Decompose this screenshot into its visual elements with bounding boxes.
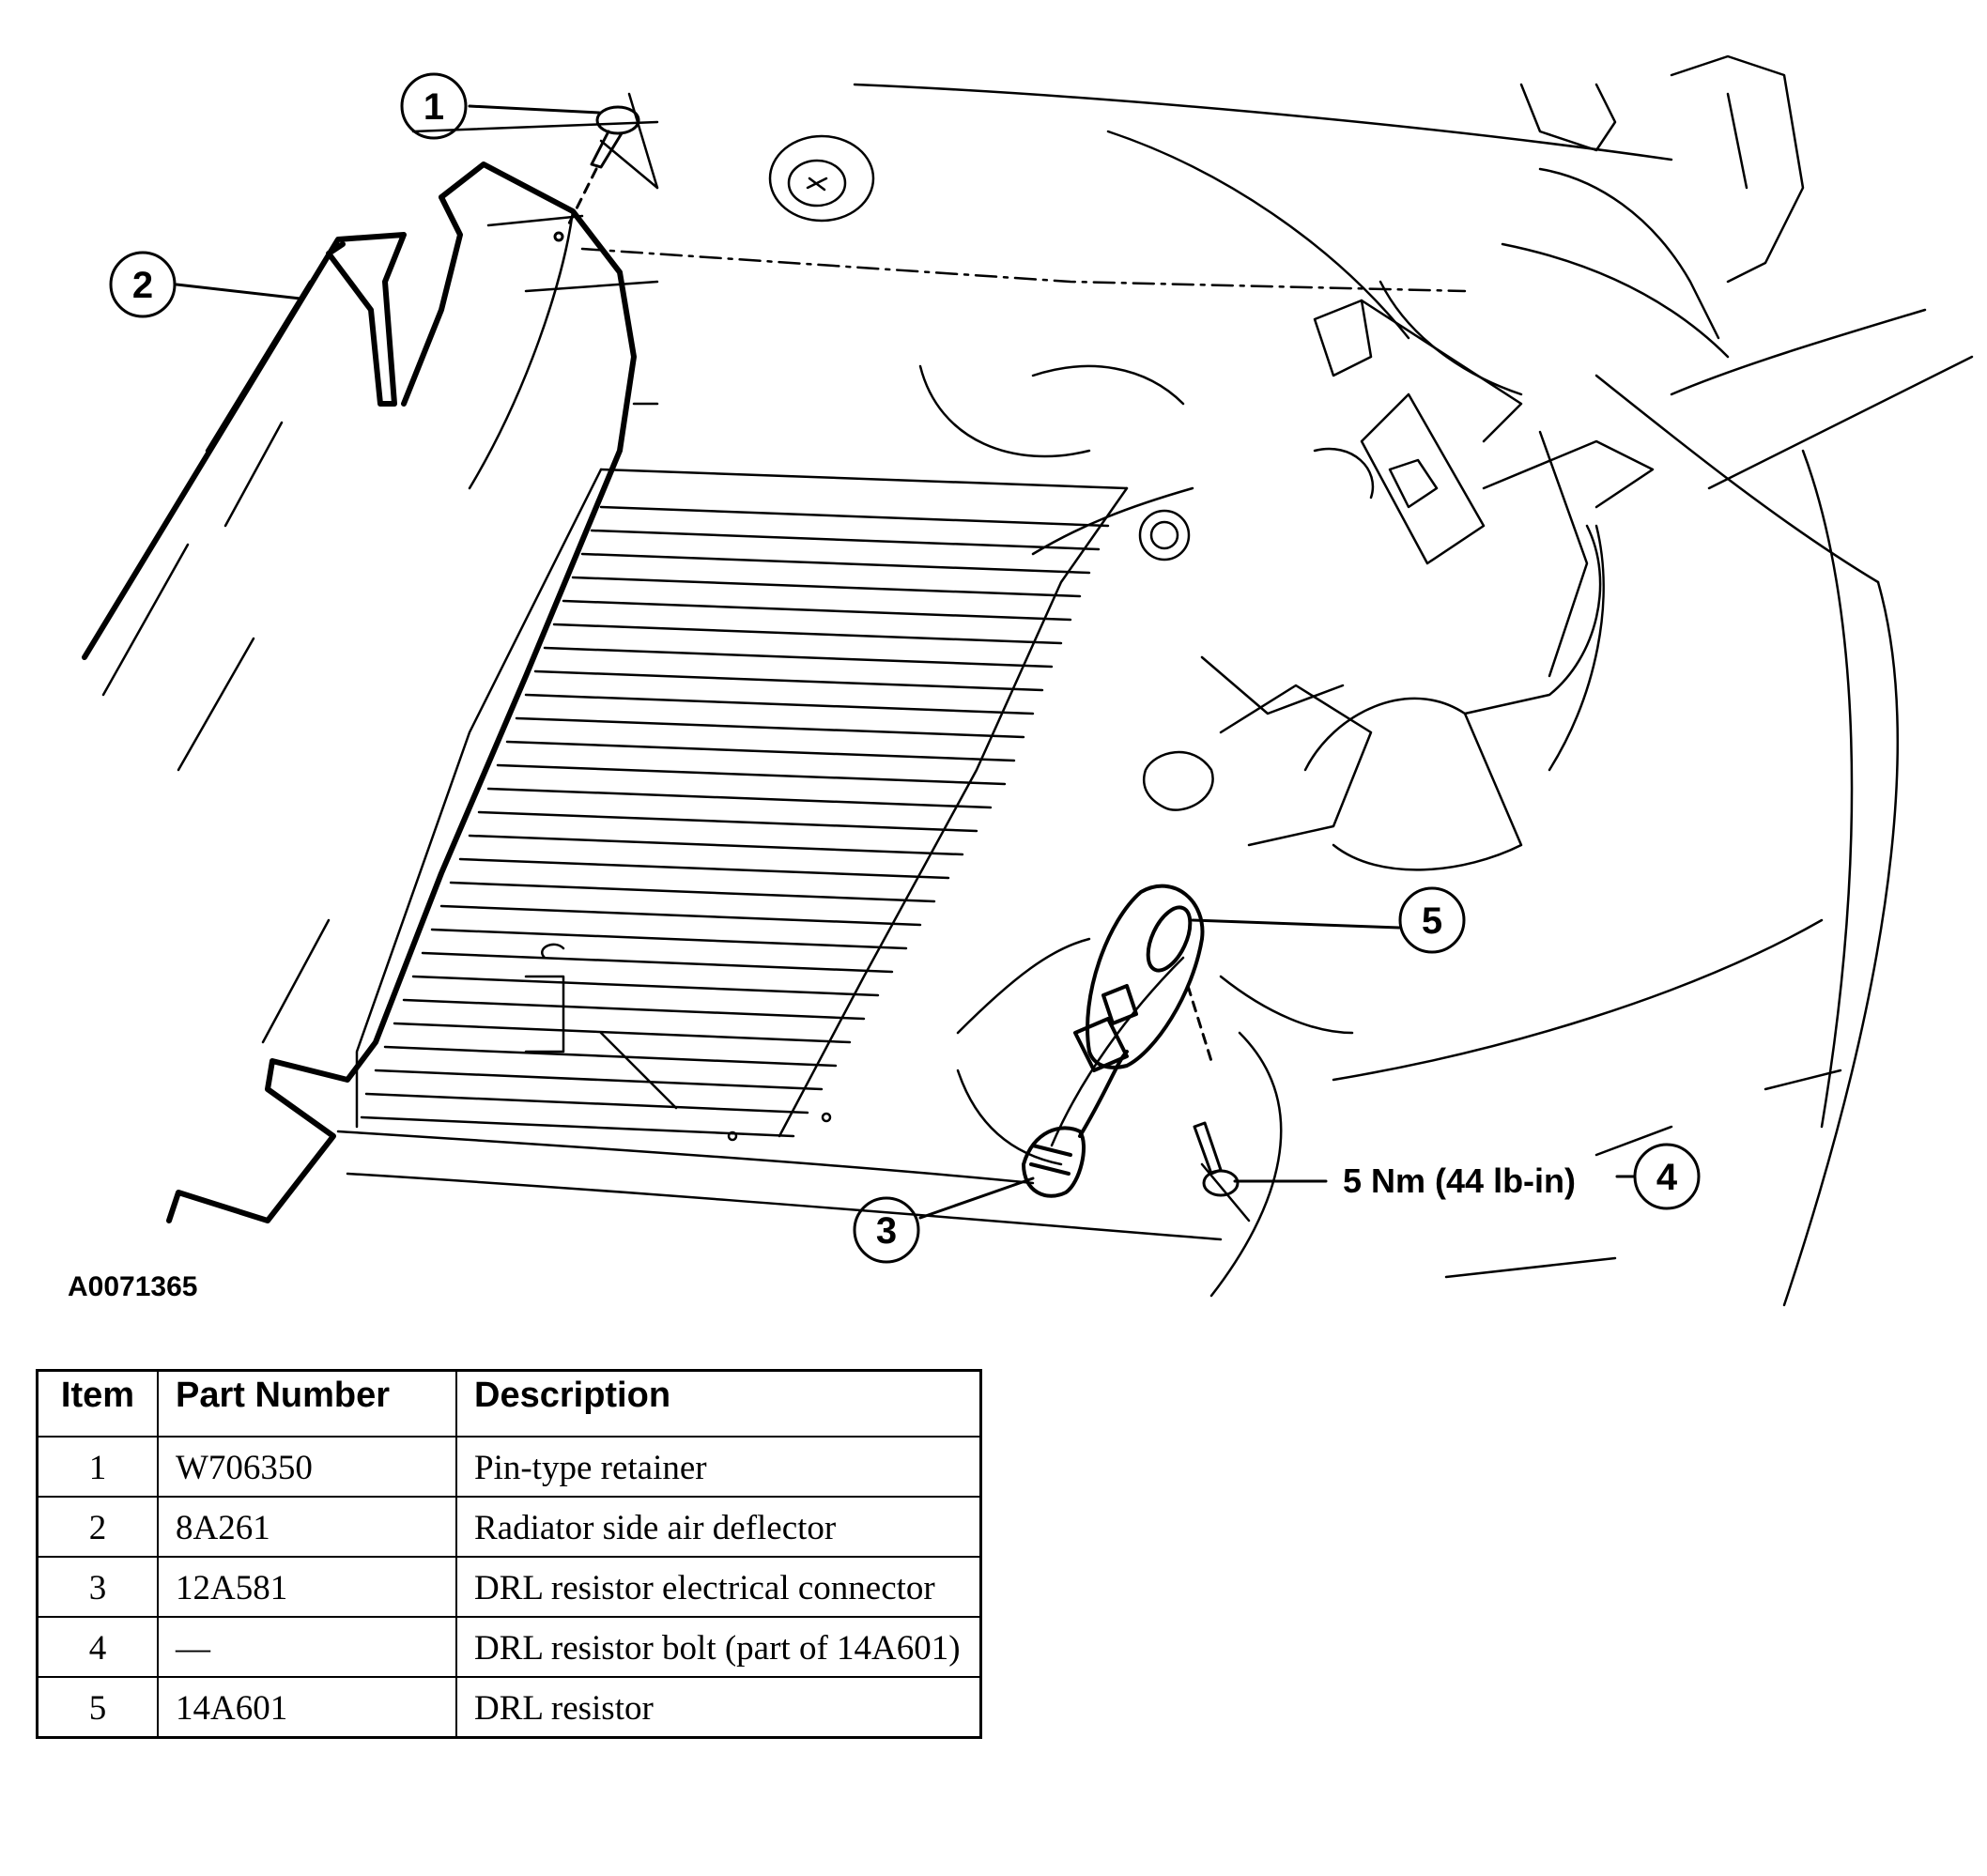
column-header-item: Item xyxy=(36,1369,159,1438)
mounting-boss xyxy=(768,134,875,223)
leader-lines xyxy=(175,104,1636,1220)
callout-circle-2 xyxy=(109,251,177,318)
cell-item: 5 xyxy=(36,1676,159,1739)
drl-resistor-electrical-connector xyxy=(1022,1050,1129,1198)
column-header-description: Description xyxy=(455,1369,982,1438)
cell-description: DRL resistor electrical connector xyxy=(455,1556,982,1618)
alignment-line xyxy=(580,247,1467,293)
exploded-view-illustration: 1 2 3 4 5 5 Nm (44 lb-in) A0071365 xyxy=(68,54,1974,1307)
table-row: 1 W706350 Pin-type retainer xyxy=(36,1436,982,1498)
cell-description: Pin-type retainer xyxy=(455,1436,982,1498)
pin-type-retainer xyxy=(553,105,640,242)
drl-resistor-bolt xyxy=(1186,984,1240,1197)
column-header-part-number: Part Number xyxy=(157,1369,457,1438)
callout-circle-1 xyxy=(400,72,468,140)
callout-circles xyxy=(109,72,1701,1264)
table-row: 2 8A261 Radiator side air deflector xyxy=(36,1496,982,1558)
cell-item: 4 xyxy=(36,1616,159,1678)
callout-label-1: 1 xyxy=(424,86,444,128)
callout-label-3: 3 xyxy=(876,1210,897,1252)
callout-circle-4 xyxy=(1633,1143,1701,1210)
vehicle-body-lines xyxy=(336,54,1974,1307)
table-row: 5 14A601 DRL resistor xyxy=(36,1676,982,1739)
callout-circle-3 xyxy=(853,1196,920,1264)
callout-label-4: 4 xyxy=(1656,1157,1678,1198)
table-row: 3 12A581 DRL resistor electrical connect… xyxy=(36,1556,982,1618)
callout-label-5: 5 xyxy=(1422,900,1442,942)
callout-label-2: 2 xyxy=(132,265,153,306)
drl-resistor xyxy=(1073,884,1205,1072)
cell-part-number: 14A601 xyxy=(157,1676,457,1739)
radiator-fins xyxy=(355,468,1129,1142)
cell-description: Radiator side air deflector xyxy=(455,1496,982,1558)
cell-item: 1 xyxy=(36,1436,159,1498)
cell-item: 2 xyxy=(36,1496,159,1558)
callout-circle-5 xyxy=(1398,886,1466,954)
cell-description: DRL resistor xyxy=(455,1676,982,1739)
cell-part-number: 8A261 xyxy=(157,1496,457,1558)
parts-table: Item Part Number Description 1 W706350 P… xyxy=(36,1369,982,1739)
cell-part-number: W706350 xyxy=(157,1436,457,1498)
cell-part-number: — xyxy=(157,1616,457,1678)
table-row: 4 — DRL resistor bolt (part of 14A601) xyxy=(36,1616,982,1678)
cell-part-number: 12A581 xyxy=(157,1556,457,1618)
torque-spec-label: 5 Nm (44 lb-in) xyxy=(1343,1161,1576,1200)
deflector-detail-lines xyxy=(101,92,659,1044)
figure-id: A0071365 xyxy=(68,1271,197,1302)
table-header-row: Item Part Number Description xyxy=(36,1369,982,1438)
radiator-side-air-deflector xyxy=(82,161,637,1223)
cell-description: DRL resistor bolt (part of 14A601) xyxy=(455,1616,982,1678)
cell-item: 3 xyxy=(36,1556,159,1618)
